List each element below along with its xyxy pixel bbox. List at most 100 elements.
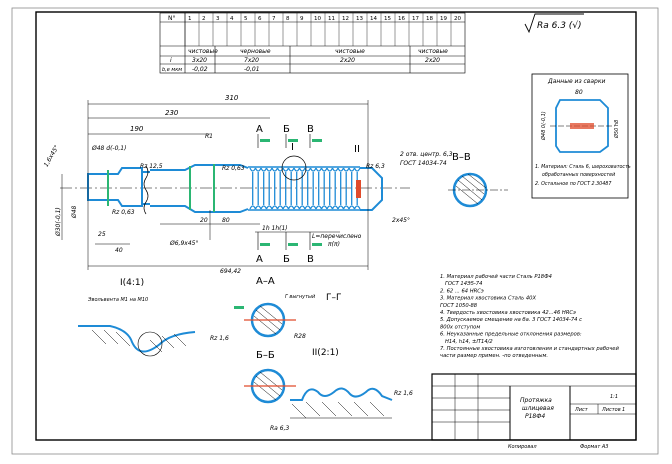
tech-notes: 1. Материал рабочей части Сталь Р18Ф4ГОС… [440,274,619,359]
mark-b-bottom: Б [283,254,290,265]
param-column-number: 19 [440,16,447,22]
red-core [356,180,361,198]
param-column-number: 8 [286,16,290,22]
dim-left: Ø30(-0,1) [55,207,62,237]
param-column-number: 5 [244,16,248,22]
title-scale: 1:1 [610,394,618,400]
detail-i-note: Эвольвента М1 на М10 [87,297,148,303]
teeth-note: 2 отв. центр. 6,3 [400,151,453,158]
gost-centers: ГОСТ 14034-74 [400,160,447,167]
tech-note-line: 2. 62 ... 64 HRCэ [440,288,484,294]
broach-tooth [276,167,284,210]
detail-i-label: I(4:1) [120,278,144,288]
detail-i-hatch [91,329,187,353]
dim-overall-top: 310 [225,94,239,102]
dim-230: 230 [165,109,179,117]
surface-finish-text: Ra 6.3 (√) [537,20,582,31]
param-column-number: 7 [272,16,276,22]
break-line [143,165,149,215]
dimension-lines [61,100,369,270]
spacing-val: π(π) [328,241,340,248]
dim-hh: 1h 1h(1) [262,225,288,232]
tech-note-line: 4. Твердость хвостовика хвостовика 42...… [440,310,576,316]
broach-teeth [249,167,361,210]
tech-note-line: 3. Материал хвостовика Сталь 40Х [440,296,536,302]
broach-tooth [304,167,312,210]
tech-note-line: 1. Материал рабочей части Сталь Р18Ф4 [440,274,552,280]
broach-tooth [282,167,290,210]
dim-chamfer: 1,6x45° [43,144,61,168]
param-section-2: черновые [240,48,271,55]
rz-d: Rz 6,3 [366,163,385,170]
view-aa-mark [234,306,244,309]
title-name-3: Р18Ф4 [525,413,545,420]
param-column-number: 12 [342,16,349,22]
r-val: R1 [205,133,213,140]
broach-tooth [337,167,345,210]
tech-note-line: ГОСТ 14Э5-74 [445,281,482,287]
dim-right: 2x45° [392,217,410,224]
view-gg-label: Г–Г [326,293,341,303]
param-row-label: i [170,57,172,64]
rz-a: Rz 12,5 [140,163,163,170]
aux-note-2: обработанных поверхностей [542,172,615,178]
param-section-3: чистовые [335,48,365,55]
section-markers [257,134,311,250]
mark-b-top: Б [283,124,290,135]
detail-ii-ra: Ra 6,3 [270,425,289,432]
broach-tooth [287,167,295,210]
param-column-number: 14 [370,16,377,22]
mark-a-bottom: А [256,254,263,265]
param-column-number: 11 [328,16,335,22]
dim-thread: Ø6,9x45° [169,240,198,247]
tech-note-line: ГОСТ 1050-88 [440,303,478,309]
mark-roman-2: II [354,144,360,155]
broach-tooth [342,167,350,210]
tech-note-line: 6. Неуказанные предельные отклонения раз… [440,332,582,338]
param-column-number: 9 [300,16,304,22]
param-section-4: чистовые [418,48,448,55]
mark-a-top: А [256,124,263,135]
param-value-2: 7x20 [244,57,259,64]
aux-view-red [570,123,594,129]
aux-note-3: 2. Остальное по ГОСТ 2.30487 [535,181,611,187]
param-row2-value-2: -0,01 [244,66,260,73]
dim-80: 80 [222,217,230,224]
view-bb-label: Б–Б [256,350,275,361]
detail-i-profile [78,325,196,353]
view-gg-note: Г выгнутый [285,294,316,300]
param-column-number: 18 [426,16,433,22]
broach-tooth [331,167,339,210]
title-format: Формат А3 [580,444,608,450]
broach-tooth [254,167,262,210]
broach-body [87,164,249,213]
tech-note-line: 800х отступом [440,324,480,330]
param-column-number: 4 [230,16,234,22]
dim-left-2: Ø48 [71,205,78,219]
broach-tooth [293,167,301,210]
title-name-1: Протяжка [520,397,552,404]
detail-ii-rz: Rz 1,6 [394,390,413,397]
dim-190: 190 [130,125,144,133]
broach-end [360,167,383,211]
aux-view-part [555,99,609,153]
tech-note-line: Н14, h14, ±IT14/2 [445,339,493,345]
param-table [159,12,466,74]
param-column-number: 3 [216,16,220,22]
title-sheet-no: 1 [622,407,625,413]
rz-b: Rz 0,63 [222,165,245,172]
title-sheet-label: Лист [574,407,589,413]
dim-40: 40 [115,247,123,254]
param-value-1: 3x20 [192,57,207,64]
broach-tooth [298,167,306,210]
broach-tooth [271,167,279,210]
param-section-1: чистовые [188,48,218,55]
tech-note-line: 7. Постоянные хвостовика изготовления и … [440,346,619,352]
dim-total: 694,42 [220,268,241,275]
section-marker-fills [260,139,322,246]
broach-tooth [265,167,273,210]
aux-view-title: Данные из сварки [547,78,605,85]
param-column-number: 1 [188,16,192,22]
mark-roman-1: I [291,142,294,153]
